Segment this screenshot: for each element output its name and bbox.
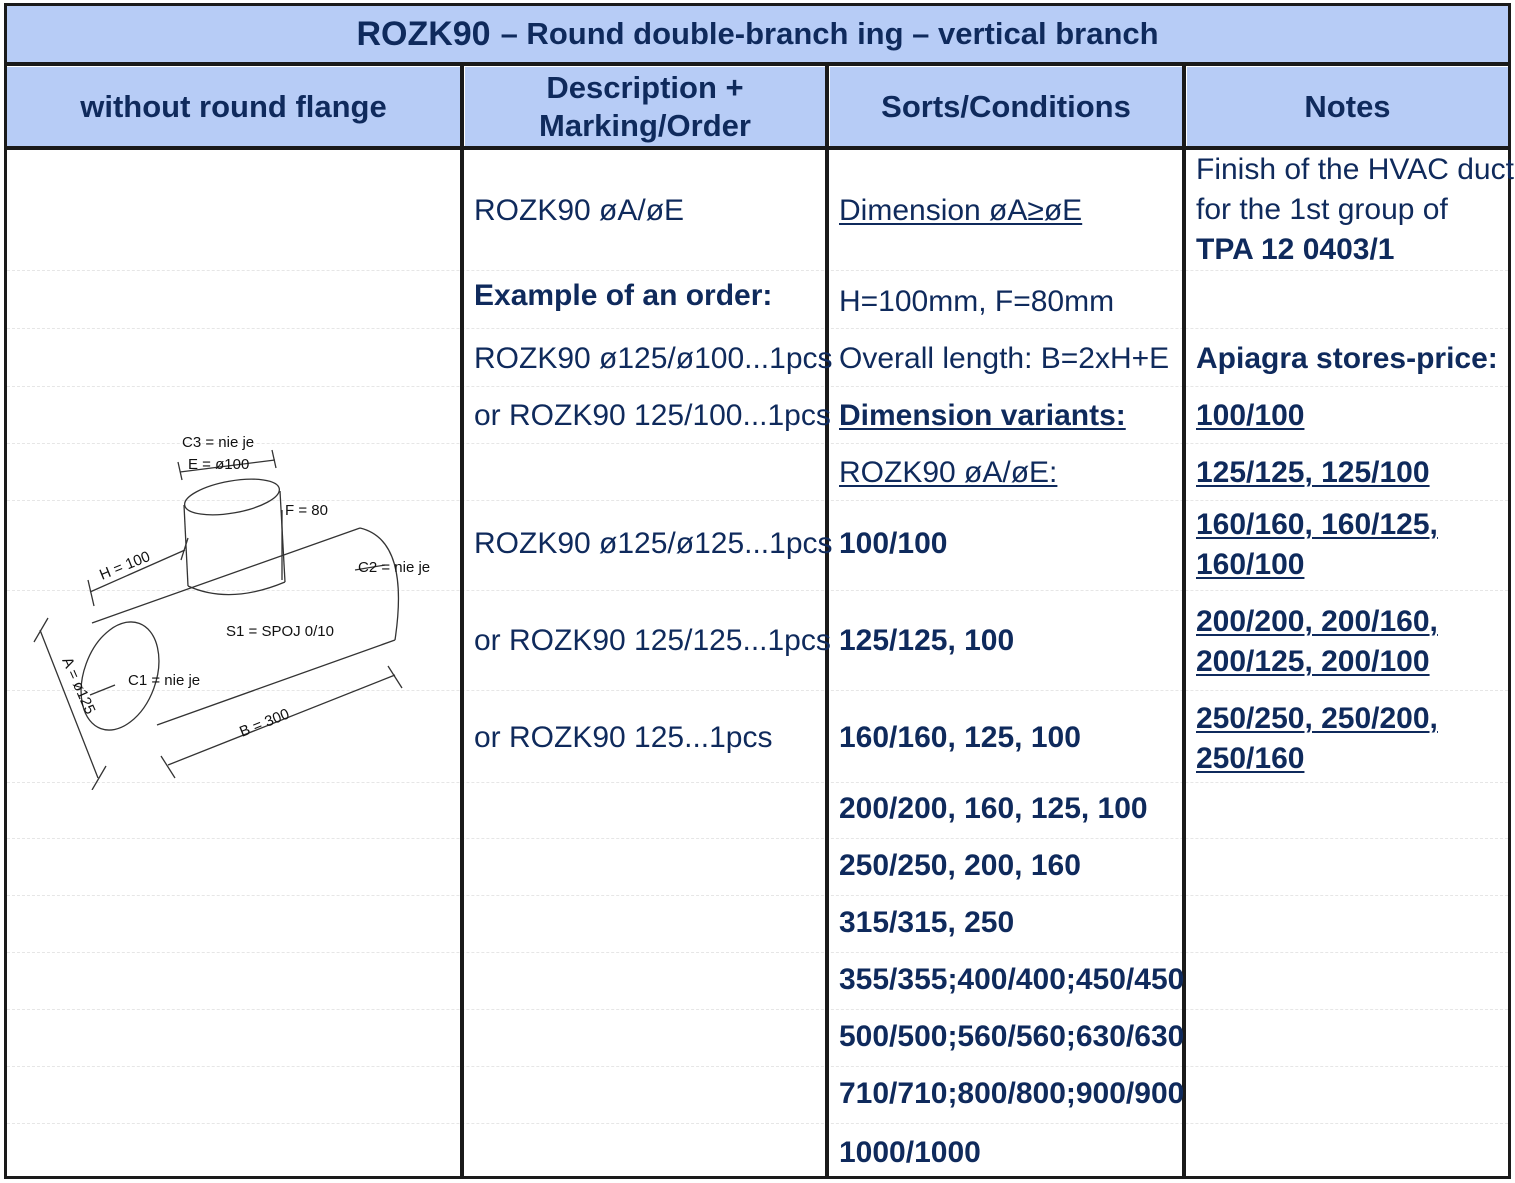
hf-condition: H=100mm, F=80mm	[839, 285, 1115, 318]
header-notes: Notes	[1187, 67, 1508, 147]
row-gridline	[7, 443, 1508, 444]
label-f: F = 80	[285, 502, 328, 519]
row-gridline	[7, 1066, 1508, 1067]
dimension-condition: Dimension øA≥øE	[839, 194, 1083, 227]
header-col3-label: Sorts/Conditions	[881, 89, 1131, 124]
column-divider	[825, 64, 829, 1178]
overall-length: Overall length: B=2xH+E	[839, 342, 1170, 375]
header-description: Description + Marking/Order	[465, 67, 825, 147]
label-h: H = 100	[97, 548, 152, 584]
notes-tpa: TPA 12 0403/1	[1196, 233, 1395, 266]
notes-line-1: Finish of the HVAC duct	[1196, 153, 1514, 186]
header-divider	[4, 146, 1511, 150]
title-divider	[4, 62, 1511, 66]
stores-price-item: 125/125, 125/100	[1196, 456, 1430, 489]
header-col2-line2: Marking/Order	[539, 108, 751, 143]
stores-price-item: 160/160, 160/125, 160/100	[1196, 505, 1438, 585]
row-gridline	[7, 838, 1508, 839]
variant-row: 355/355;400/400;450/450	[839, 963, 1185, 996]
label-e: E = ø100	[188, 456, 249, 473]
column-divider	[460, 64, 464, 1178]
row-gridline	[7, 270, 1508, 271]
stores-price-line: 250/250, 250/200,	[1196, 702, 1438, 735]
example-label: Example of an order:	[474, 279, 773, 312]
variant-row: 160/160, 125, 100	[839, 721, 1081, 754]
stores-price-label: Apiagra stores-price:	[1196, 342, 1498, 375]
row-gridline	[7, 952, 1508, 953]
label-a: A = ø125	[58, 655, 98, 717]
example-line-2: or ROZK90 125/100...1pcs	[474, 399, 831, 432]
stores-price-item: 200/200, 200/160, 200/125, 200/100	[1196, 602, 1438, 682]
table-title: ROZK90 – Round double-branch ing – verti…	[7, 6, 1508, 62]
label-c3: C3 = nie je	[182, 434, 254, 451]
example-line-4: or ROZK90 125/125...1pcs	[474, 624, 831, 657]
variant-row: 710/710;800/800;900/900	[839, 1077, 1185, 1110]
row-gridline	[7, 1123, 1508, 1124]
header-col4-label: Notes	[1304, 89, 1391, 124]
example-line-5: or ROZK90 125...1pcs	[474, 721, 773, 754]
variant-row: 1000/1000	[839, 1136, 981, 1169]
variant-row: 250/250, 200, 160	[839, 849, 1081, 882]
variant-row: 200/200, 160, 125, 100	[839, 792, 1148, 825]
marking-text: ROZK90 øA/øE	[474, 194, 685, 227]
variant-row: 100/100	[839, 527, 948, 560]
stores-price-item: 250/250, 250/200, 250/160	[1196, 699, 1438, 779]
header-col1-label: without round flange	[80, 89, 387, 124]
notes-finish: Finish of the HVAC duct for the 1st grou…	[1196, 150, 1514, 270]
header-sorts: Sorts/Conditions	[830, 67, 1182, 147]
fitting-diagram: C3 = nie je E = ø100 F = 80 H = 100 C2 =…	[33, 434, 430, 790]
title-text: – Round double-branch ing – vertical bra…	[500, 16, 1159, 51]
variant-row: 125/125, 100	[839, 624, 1015, 657]
stores-price-line: 160/160, 160/125,	[1196, 508, 1438, 541]
example-line-3: ROZK90 ø125/ø125...1pcs	[474, 527, 833, 560]
table-border	[4, 3, 1511, 1179]
stores-price-line: 200/200, 200/160,	[1196, 605, 1438, 638]
variant-row: 315/315, 250	[839, 906, 1015, 939]
row-gridline	[7, 1009, 1508, 1010]
notes-line-2: for the 1st group of	[1196, 193, 1448, 226]
row-gridline	[7, 386, 1508, 387]
variants-sub: ROZK90 øA/øE:	[839, 456, 1058, 489]
row-gridline	[7, 328, 1508, 329]
header-col2-label: Description + Marking/Order	[539, 69, 751, 145]
label-c2: C2 = nie je	[358, 559, 430, 576]
stores-price-line: 250/160	[1196, 742, 1305, 775]
variant-row: 500/500;560/560;630/630	[839, 1020, 1185, 1053]
row-gridline	[7, 690, 1508, 691]
row-gridline	[7, 590, 1508, 591]
label-b: B = 300	[237, 705, 292, 740]
row-gridline	[7, 895, 1508, 896]
stores-price-item: 100/100	[1196, 399, 1305, 432]
label-s1: S1 = SPOJ 0/10	[226, 623, 334, 640]
stores-price-line: 160/100	[1196, 548, 1305, 581]
label-c1: C1 = nie je	[128, 672, 200, 689]
title-code: ROZK90	[356, 14, 491, 53]
variants-label: Dimension variants:	[839, 399, 1126, 432]
row-gridline	[7, 782, 1508, 783]
stores-price-line: 200/125, 200/100	[1196, 645, 1430, 678]
example-line-1: ROZK90 ø125/ø100...1pcs	[474, 342, 833, 375]
header-without-flange: without round flange	[7, 67, 460, 147]
row-gridline	[7, 500, 1508, 501]
header-col2-line1: Description +	[546, 70, 744, 105]
column-divider	[1182, 64, 1186, 1178]
